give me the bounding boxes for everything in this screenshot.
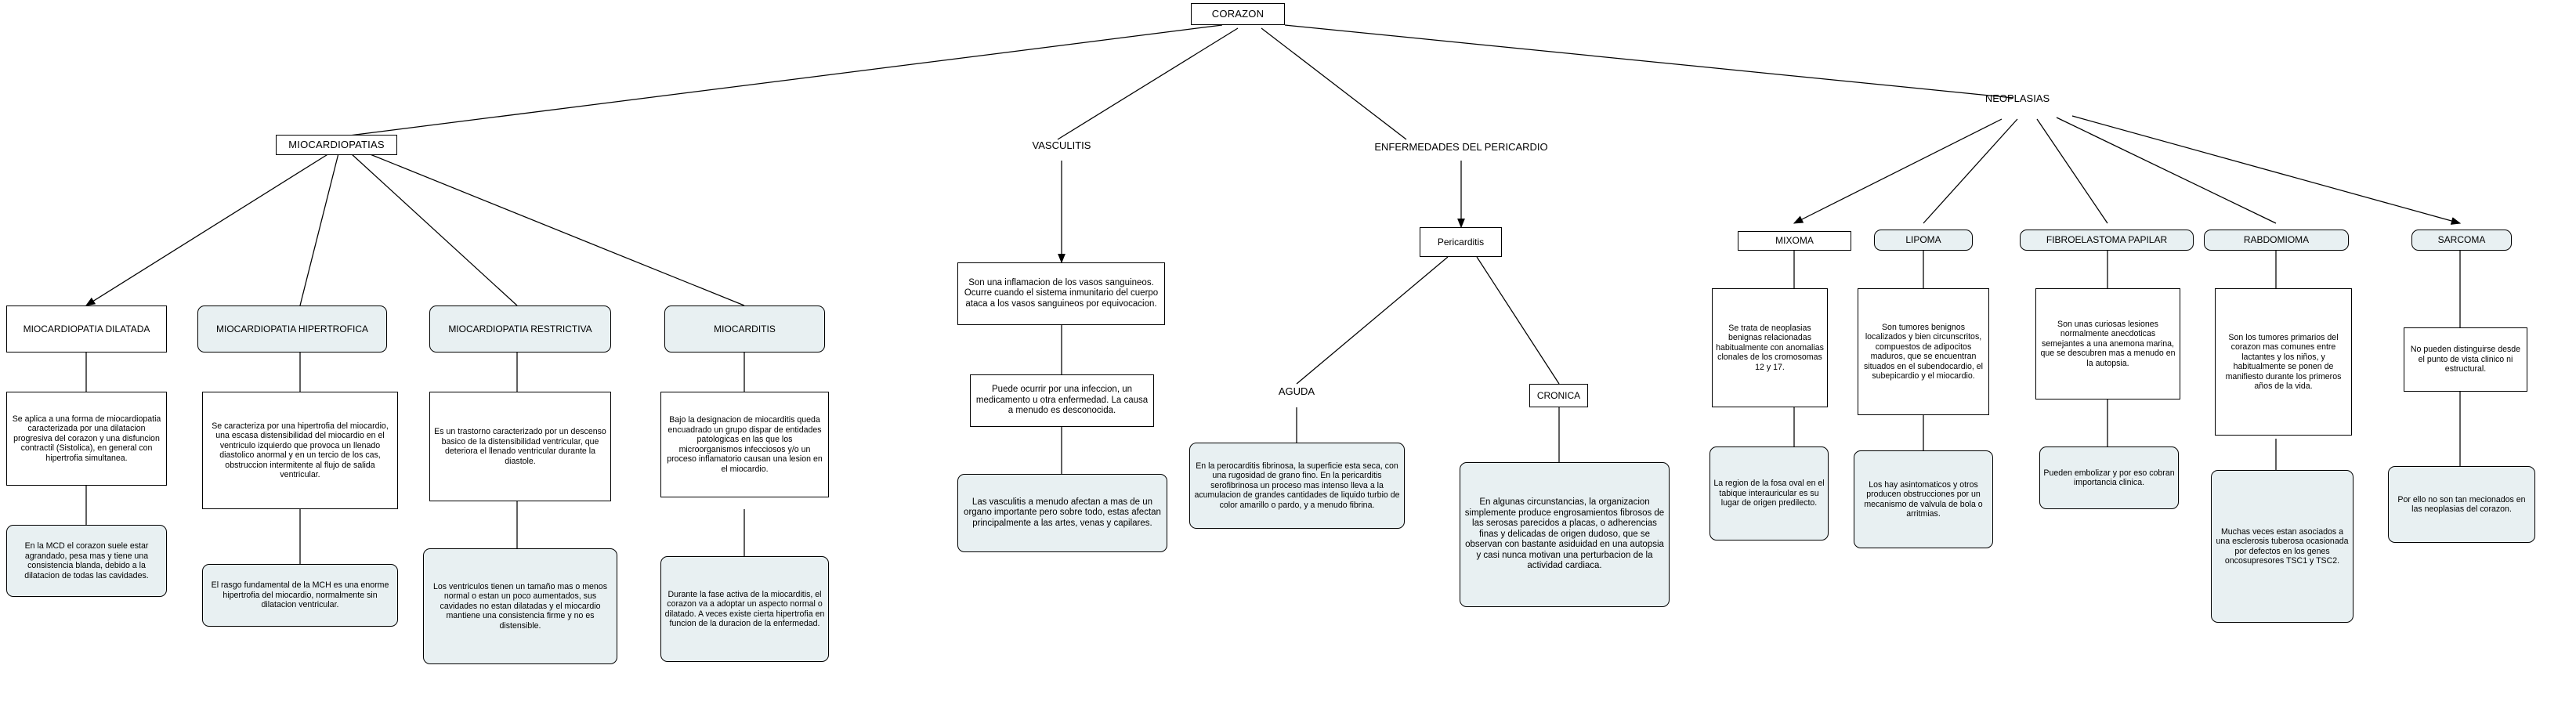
note-rabdomioma-1[interactable]: Son los tumores primarios del corazon ma… xyxy=(2215,288,2352,436)
note-miocarditis-1[interactable]: Bajo la designacion de miocarditis queda… xyxy=(660,392,829,497)
node-label: RABDOMIOMA xyxy=(2243,234,2310,246)
note-sarcoma-2[interactable]: Por ello no son tan mecionados en las ne… xyxy=(2388,466,2535,543)
node-enfermedades-pericardio[interactable]: ENFERMEDADES DEL PERICARDIO xyxy=(1348,141,1575,153)
note-fibroelastoma-1[interactable]: Son unas curiosas lesiones normalmente a… xyxy=(2035,288,2180,400)
note-text: Son los tumores primarios del corazon ma… xyxy=(2225,332,2342,392)
note-pericarditis-aguda[interactable]: En la perocarditis fibrinosa, la superfi… xyxy=(1189,443,1405,529)
node-lipoma[interactable]: LIPOMA xyxy=(1874,230,1973,251)
node-label: MIOCARDIOPATIAS xyxy=(288,139,385,151)
node-pericarditis-cronica[interactable]: CRONICA xyxy=(1529,384,1588,407)
note-text: Pueden embolizar y por eso cobran import… xyxy=(2043,468,2175,488)
note-hipertrofica-1[interactable]: Se caracteriza por una hipertrofia del m… xyxy=(202,392,398,509)
node-miocardiopatia-dilatada[interactable]: MIOCARDIOPATIA DILATADA xyxy=(6,306,167,352)
note-sarcoma-1[interactable]: No pueden distinguirse desde el punto de… xyxy=(2404,327,2527,392)
note-lipoma-1[interactable]: Son tumores benignos localizados y bien … xyxy=(1858,288,1989,415)
note-miocarditis-2[interactable]: Durante la fase activa de la miocarditis… xyxy=(660,556,829,662)
node-label: MIOCARDIOPATIA RESTRICTIVA xyxy=(448,323,592,334)
note-text: Durante la fase activa de la miocarditis… xyxy=(664,589,825,629)
note-text: Bajo la designacion de miocarditis queda… xyxy=(667,415,823,474)
node-neoplasias[interactable]: NEOPLASIAS xyxy=(1966,92,2068,104)
note-hipertrofica-2[interactable]: El rasgo fundamental de la MCH es una en… xyxy=(202,564,398,627)
note-text: Son una inflamacion de los vasos sanguin… xyxy=(964,277,1159,309)
node-label: MIOCARDIOPATIA DILATADA xyxy=(23,323,150,334)
note-text: Los hay asintomaticos y otros producen o… xyxy=(1864,479,1983,519)
note-text: Es un trastorno caracterizado por un des… xyxy=(434,427,606,466)
note-text: Son tumores benignos localizados y bien … xyxy=(1864,322,1983,381)
node-miocardiopatia-restrictiva[interactable]: MIOCARDIOPATIA RESTRICTIVA xyxy=(429,306,611,352)
node-label: FIBROELASTOMA PAPILAR xyxy=(2046,234,2168,246)
note-text: En la perocarditis fibrinosa, la superfi… xyxy=(1194,461,1400,510)
note-text: Por ello no son tan mecionados en las ne… xyxy=(2397,494,2526,515)
note-text: Muchas veces estan asociados a una escle… xyxy=(2216,526,2349,566)
node-label: AGUDA xyxy=(1278,385,1315,397)
node-label: ENFERMEDADES DEL PERICARDIO xyxy=(1374,141,1548,153)
note-text: Puede ocurrir por una infeccion, un medi… xyxy=(975,385,1149,416)
note-text: Se caracteriza por una hipertrofia del m… xyxy=(212,421,389,480)
node-label: VASCULITIS xyxy=(1032,139,1091,151)
note-text: En la MCD el corazon suele estar agranda… xyxy=(24,541,149,580)
node-miocardiopatia-hipertrofica[interactable]: MIOCARDIOPATIA HIPERTROFICA xyxy=(197,306,387,352)
node-corazon[interactable]: CORAZON xyxy=(1191,3,1285,25)
note-vasculitis-2[interactable]: Puede ocurrir por una infeccion, un medi… xyxy=(970,374,1154,427)
node-label: MIOCARDIOPATIA HIPERTROFICA xyxy=(215,323,369,334)
note-rabdomioma-2[interactable]: Muchas veces estan asociados a una escle… xyxy=(2211,470,2353,623)
note-fibroelastoma-2[interactable]: Pueden embolizar y por eso cobran import… xyxy=(2039,446,2179,509)
node-pericarditis[interactable]: Pericarditis xyxy=(1420,227,1502,257)
note-text: El rasgo fundamental de la MCH es una en… xyxy=(211,580,389,610)
note-dilatada-1[interactable]: Se aplica a una forma de miocardiopatia … xyxy=(6,392,167,486)
note-vasculitis-1[interactable]: Son una inflamacion de los vasos sanguin… xyxy=(957,262,1165,325)
node-vasculitis[interactable]: VASCULITIS xyxy=(1015,139,1109,151)
node-label: SARCOMA xyxy=(2437,234,2486,246)
note-text: Son unas curiosas lesiones normalmente a… xyxy=(2040,319,2176,368)
node-label: Pericarditis xyxy=(1437,236,1485,248)
note-dilatada-2[interactable]: En la MCD el corazon suele estar agranda… xyxy=(6,525,167,597)
node-label: CORAZON xyxy=(1211,8,1264,20)
note-text: En algunas circunstancias, la organizaci… xyxy=(1464,497,1665,571)
node-label: NEOPLASIAS xyxy=(1984,92,2050,104)
note-text: No pueden distinguirse desde el punto de… xyxy=(2410,345,2521,374)
note-mixoma-2[interactable]: La region de la fosa oval en el tabique … xyxy=(1709,446,1829,540)
note-vasculitis-3[interactable]: Las vasculitis a menudo afectan a mas de… xyxy=(957,474,1167,552)
node-sarcoma[interactable]: SARCOMA xyxy=(2411,230,2512,251)
note-text: La region de la fosa oval en el tabique … xyxy=(1713,479,1825,508)
node-miocarditis[interactable]: MIOCARDITIS xyxy=(664,306,825,352)
note-restrictiva-1[interactable]: Es un trastorno caracterizado por un des… xyxy=(429,392,611,501)
note-mixoma-1[interactable]: Se trata de neoplasias benignas relacion… xyxy=(1712,288,1828,407)
node-rabdomioma[interactable]: RABDOMIOMA xyxy=(2204,230,2349,251)
note-text: Los ventriculos tienen un tamaño mas o m… xyxy=(432,581,607,631)
node-fibroelastoma-papilar[interactable]: FIBROELASTOMA PAPILAR xyxy=(2020,230,2194,251)
node-label: MIOCARDITIS xyxy=(714,323,776,334)
note-lipoma-2[interactable]: Los hay asintomaticos y otros producen o… xyxy=(1854,450,1993,548)
node-mixoma[interactable]: MIXOMA xyxy=(1738,231,1851,251)
node-pericarditis-aguda[interactable]: AGUDA xyxy=(1257,385,1336,397)
note-text: Las vasculitis a menudo afectan a mas de… xyxy=(964,497,1161,528)
node-miocardiopatias[interactable]: MIOCARDIOPATIAS xyxy=(276,135,397,155)
note-text: Se trata de neoplasias benignas relacion… xyxy=(1716,323,1824,372)
note-restrictiva-2[interactable]: Los ventriculos tienen un tamaño mas o m… xyxy=(423,548,617,664)
note-pericarditis-cronica[interactable]: En algunas circunstancias, la organizaci… xyxy=(1460,462,1670,607)
note-text: Se aplica a una forma de miocardiopatia … xyxy=(12,414,161,463)
node-label: CRONICA xyxy=(1536,389,1581,401)
node-label: LIPOMA xyxy=(1905,234,1941,246)
node-label: MIXOMA xyxy=(1775,235,1814,247)
